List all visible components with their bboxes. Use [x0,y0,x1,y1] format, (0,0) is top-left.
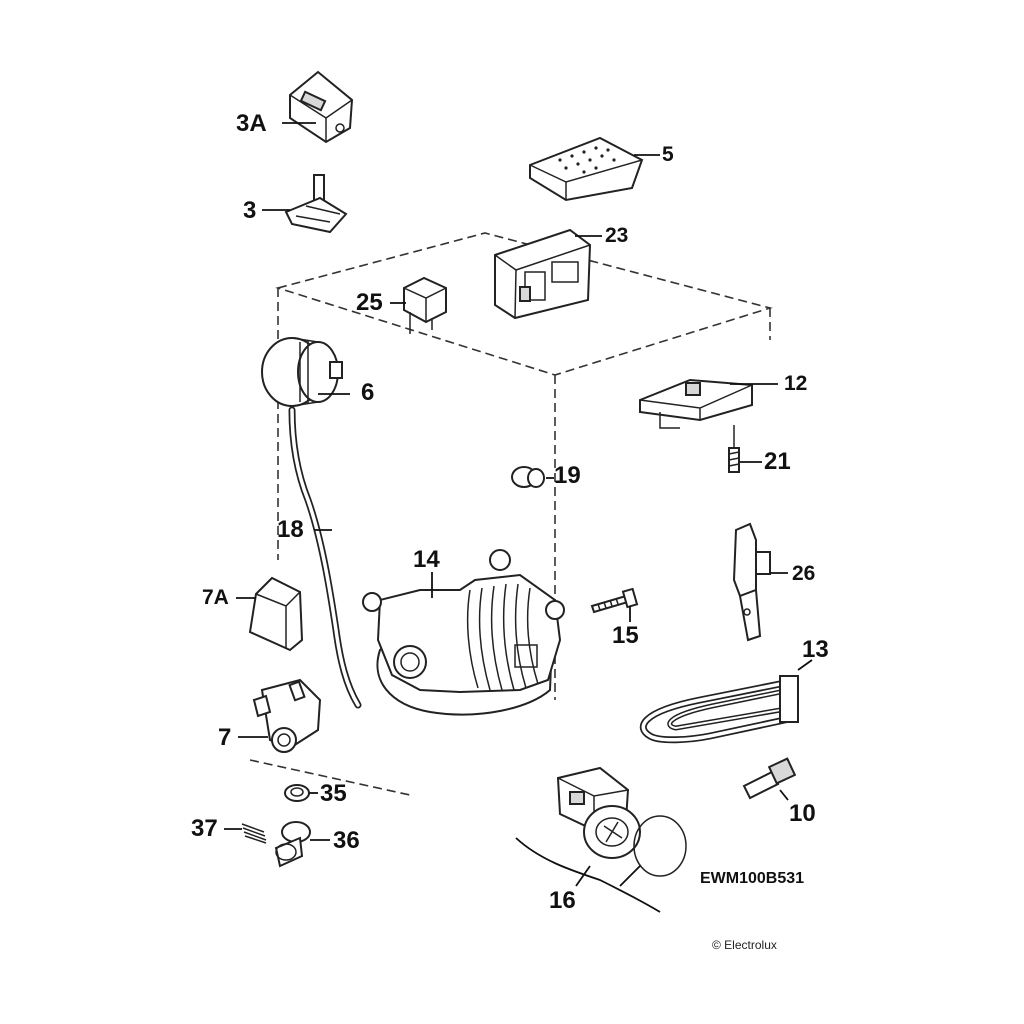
part-5-board-cover [529,136,660,202]
part-12-switch [639,378,778,429]
label-7a: 7A [202,586,229,609]
label-37: 37 [191,815,218,842]
label-23: 23 [605,224,629,247]
part-16-drain-pump [515,766,687,913]
part-15-bolt [590,587,639,622]
diagram-code: EWM100B531 [700,870,805,887]
label-35: 35 [320,780,347,807]
part-10-ntc-sensor [742,757,797,801]
part-23-electronic-module [494,228,602,320]
part-37-spring [224,823,267,844]
label-26: 26 [792,562,816,585]
part-25-filter [390,276,447,334]
part-21-screw [728,425,762,473]
label-25: 25 [356,289,383,316]
label-16: 16 [549,887,576,914]
part-3a-door-lock [282,70,354,144]
part-26-sensor [732,522,788,642]
part-13-heater [639,659,813,744]
part-7a-cover [236,576,304,652]
label-36: 36 [333,827,360,854]
label-5: 5 [662,143,674,166]
part-3-selector-switch [262,174,348,234]
part-14-motor [362,549,565,716]
part-18-pressure-hose [288,406,362,709]
copyright-notice: © Electrolux [712,938,777,952]
label-19: 19 [554,462,581,489]
label-18: 18 [277,516,304,543]
part-7-inlet-valve [238,678,322,753]
label-15: 15 [612,622,639,649]
part-19-grommet [511,466,554,488]
label-14: 14 [413,546,440,573]
label-21: 21 [764,448,791,475]
label-10: 10 [789,800,816,827]
label-7: 7 [218,724,232,751]
label-6: 6 [361,379,375,406]
label-12: 12 [784,372,808,395]
part-35-ring [284,784,318,802]
part-6-pressure-switch [261,337,350,407]
label-3: 3 [243,197,257,224]
label-13: 13 [802,636,829,663]
part-36-connector [274,821,330,868]
label-3a: 3A [236,110,267,137]
